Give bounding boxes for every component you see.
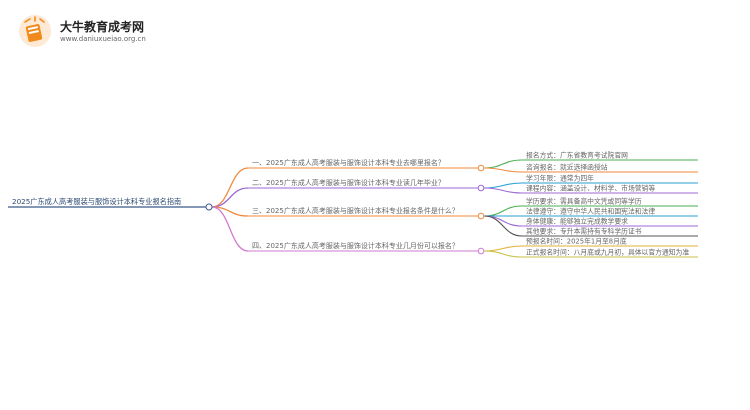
- leaf-link-1-1: [483, 159, 523, 169]
- brand-url: www.daniuxueiao.org.cn: [60, 35, 146, 43]
- leaf-link-3-4: [483, 215, 523, 237]
- leaf-link-3-3: [483, 215, 523, 227]
- branch-link-1: [211, 167, 249, 208]
- brand-name: 大牛教育成考网: [60, 20, 145, 34]
- mindmap-links: [211, 159, 523, 258]
- leaf-label-4-1: 预报名时间：2025年1月至8月底: [526, 237, 627, 246]
- branch-dot-3: [477, 212, 485, 220]
- root-node-label: 2025广东成人高考服装与服饰设计本科专业报名指南: [12, 197, 181, 206]
- root-node-dot: [205, 203, 213, 211]
- leaf-label-3-1: 学历要求：需具备高中文凭或同等学历: [526, 197, 642, 206]
- branch-label-1: 一、2025广东成人高考服装与服饰设计本科专业去哪里报名？: [252, 158, 445, 167]
- leaf-link-2-1: [483, 182, 523, 189]
- leaf-link-4-1: [483, 245, 523, 252]
- leaf-label-3-4: 其他要求：专升本需持有专科学历证书: [526, 227, 642, 236]
- leaf-label-1-1: 报名方式：广东省教育考试院官网: [526, 151, 628, 160]
- leaf-link-1-2: [483, 167, 523, 173]
- branch-label-3: 三、2025广东成人高考服装与服饰设计本科专业报名条件是什么？: [252, 206, 459, 215]
- leaf-link-2-2: [483, 187, 523, 194]
- leaf-label-2-1: 学习年限：通常为四年: [526, 174, 594, 183]
- branch-label-2: 二、2025广东成人高考服装与服饰设计本科专业读几年毕业？: [252, 178, 445, 187]
- mindmap-nodes: 2025广东成人高考服装与服饰设计本科专业报名指南 一、2025广东成人高考服装与…: [8, 151, 698, 258]
- branch-link-2: [211, 187, 249, 208]
- branch-dot-2: [477, 184, 485, 192]
- leaf-label-2-2: 课程内容：涵盖设计、材料学、市场营销等: [526, 184, 655, 193]
- brand: 大牛教育成考网 www.daniuxueiao.org.cn: [18, 14, 238, 50]
- branch-link-4: [211, 206, 249, 252]
- branch-label-4: 四、2025广东成人高考服装与服饰设计本科专业几月份可以报名？: [252, 241, 459, 250]
- branch-dot-4: [477, 247, 485, 255]
- leaf-label-4-2: 正式报名时间：八月底或九月初，具体以官方通知为准: [526, 248, 689, 257]
- leaf-link-4-2: [483, 250, 523, 258]
- leaf-label-3-2: 法律遵守：遵守中华人民共和国宪法和法律: [526, 207, 655, 216]
- leaf-label-3-3: 身体健康：能够独立完成教学要求: [526, 217, 628, 226]
- leaf-link-3-1: [483, 205, 523, 217]
- brand-logo-icon: [19, 15, 51, 47]
- branch-dot-1: [477, 164, 485, 172]
- leaf-label-1-2: 咨询报名：就近选择函授站: [526, 163, 608, 172]
